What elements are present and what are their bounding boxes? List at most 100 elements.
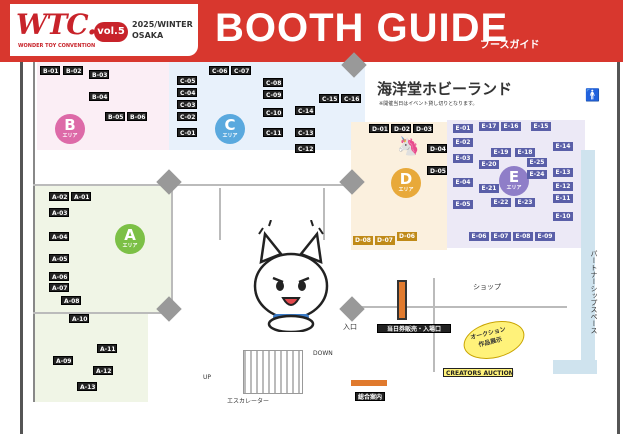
escalator-label: エスカレーター [227, 398, 270, 405]
area-label: エリア [62, 133, 78, 139]
booth-b-01[interactable]: B-01 [40, 66, 60, 75]
booth-a-04[interactable]: A-04 [49, 232, 69, 241]
booth-e-06[interactable]: E-06 [469, 232, 489, 241]
booth-e-18[interactable]: E-18 [515, 148, 535, 157]
booth-c-01[interactable]: C-01 [177, 128, 197, 137]
booth-d-06[interactable]: D-06 [397, 232, 417, 241]
booth-e-07[interactable]: E-07 [491, 232, 511, 241]
booth-a-08[interactable]: A-08 [61, 296, 81, 305]
booth-e-22[interactable]: E-22 [491, 198, 511, 207]
booth-a-09[interactable]: A-09 [53, 356, 73, 365]
booth-b-03[interactable]: B-03 [89, 70, 109, 79]
booth-c-10[interactable]: C-10 [263, 108, 283, 117]
booth-e-23[interactable]: E-23 [515, 198, 535, 207]
booth-c-13[interactable]: C-13 [295, 128, 315, 137]
booth-c-16[interactable]: C-16 [341, 94, 361, 103]
booth-c-12[interactable]: C-12 [295, 144, 315, 153]
booth-d-05[interactable]: D-05 [427, 166, 447, 175]
area-letter: A [124, 226, 136, 244]
booth-e-21[interactable]: E-21 [479, 184, 499, 193]
booth-a-01[interactable]: A-01 [71, 192, 91, 201]
booth-e-10[interactable]: E-10 [553, 212, 573, 221]
ticket-sales-label[interactable]: 当日券販売・入場口 [377, 324, 451, 333]
restroom-icon: 🚹 [585, 88, 600, 102]
booth-d-07[interactable]: D-07 [375, 236, 395, 245]
booth-e-13[interactable]: E-13 [553, 168, 573, 177]
booth-e-03[interactable]: E-03 [453, 154, 473, 163]
booth-d-08[interactable]: D-08 [353, 236, 373, 245]
page-title: BOOTH GUIDE [215, 6, 509, 50]
booth-b-05[interactable]: B-05 [105, 112, 125, 121]
booth-b-04[interactable]: B-04 [89, 92, 109, 101]
creators-auction-label[interactable]: CREATORS AUCTION [443, 368, 514, 377]
booth-b-06[interactable]: B-06 [127, 112, 147, 121]
wtc-logo: WTC. WONDER TOY CONVENTION vol.5 2025/WI… [10, 4, 198, 56]
booth-e-20[interactable]: E-20 [479, 160, 499, 169]
pillar [339, 296, 365, 322]
booth-e-17[interactable]: E-17 [479, 122, 499, 131]
info-desk-label[interactable]: 総合案内 [355, 392, 385, 401]
area-letter: D [399, 170, 413, 188]
booth-c-06[interactable]: C-06 [209, 66, 229, 75]
booth-c-15[interactable]: C-15 [319, 94, 339, 103]
wall [353, 306, 567, 308]
booth-c-03[interactable]: C-03 [177, 100, 197, 109]
booth-a-02[interactable]: A-02 [49, 192, 69, 201]
booth-c-09[interactable]: C-09 [263, 90, 283, 99]
booth-e-09[interactable]: E-09 [535, 232, 555, 241]
booth-c-02[interactable]: C-02 [177, 112, 197, 121]
wall [33, 184, 355, 186]
booth-a-06[interactable]: A-06 [49, 272, 69, 281]
booth-c-04[interactable]: C-04 [177, 88, 197, 97]
area-a-zone [33, 186, 173, 312]
area-letter: C [224, 116, 236, 134]
area-label: エリア [122, 243, 138, 249]
booth-a-10[interactable]: A-10 [69, 314, 89, 323]
booth-c-14[interactable]: C-14 [295, 106, 315, 115]
escalator-up-label: UP [203, 374, 212, 381]
booth-e-02[interactable]: E-02 [453, 138, 473, 147]
booth-e-05[interactable]: E-05 [453, 200, 473, 209]
booth-d-03[interactable]: D-03 [413, 124, 433, 133]
booth-e-14[interactable]: E-14 [553, 142, 573, 151]
booth-e-11[interactable]: E-11 [553, 194, 573, 203]
booth-a-05[interactable]: A-05 [49, 254, 69, 263]
booth-e-16[interactable]: E-16 [501, 122, 521, 131]
booth-e-15[interactable]: E-15 [531, 122, 551, 131]
page-title-jp: ブースガイド [480, 40, 540, 51]
booth-c-07[interactable]: C-07 [231, 66, 251, 75]
booth-a-13[interactable]: A-13 [77, 382, 97, 391]
partner-space-label: パートナーシップスペース [590, 250, 598, 334]
wall [33, 312, 173, 314]
partner-space-zone [581, 150, 595, 374]
booth-c-05[interactable]: C-05 [177, 76, 197, 85]
booth-c-11[interactable]: C-11 [263, 128, 283, 137]
entrance-label: 入口 [343, 323, 357, 331]
wall [219, 188, 221, 240]
booth-a-07[interactable]: A-07 [49, 283, 69, 292]
booth-d-01[interactable]: D-01 [369, 124, 389, 133]
booth-d-04[interactable]: D-04 [427, 144, 447, 153]
booth-c-08[interactable]: C-08 [263, 78, 283, 87]
area-label: エリア [506, 185, 522, 191]
booth-e-12[interactable]: E-12 [553, 182, 573, 191]
booth-e-01[interactable]: E-01 [453, 124, 473, 133]
booth-a-03[interactable]: A-03 [49, 208, 69, 217]
volume-badge: vol.5 [94, 22, 128, 42]
booth-e-24[interactable]: E-24 [527, 170, 547, 179]
page-header: WTC. WONDER TOY CONVENTION vol.5 2025/WI… [0, 0, 623, 62]
booth-e-19[interactable]: E-19 [491, 148, 511, 157]
logo-subtitle: WONDER TOY CONVENTION [18, 43, 96, 49]
booth-e-08[interactable]: E-08 [513, 232, 533, 241]
booth-b-02[interactable]: B-02 [63, 66, 83, 75]
booth-e-25[interactable]: E-25 [527, 158, 547, 167]
partner-corner-zone [553, 360, 597, 374]
kaiyodo-title: 海洋堂ホビーランド [377, 80, 513, 98]
booth-e-04[interactable]: E-04 [453, 178, 473, 187]
booth-d-02[interactable]: D-02 [391, 124, 411, 133]
booth-a-12[interactable]: A-12 [93, 366, 113, 375]
booth-a-11[interactable]: A-11 [97, 344, 117, 353]
